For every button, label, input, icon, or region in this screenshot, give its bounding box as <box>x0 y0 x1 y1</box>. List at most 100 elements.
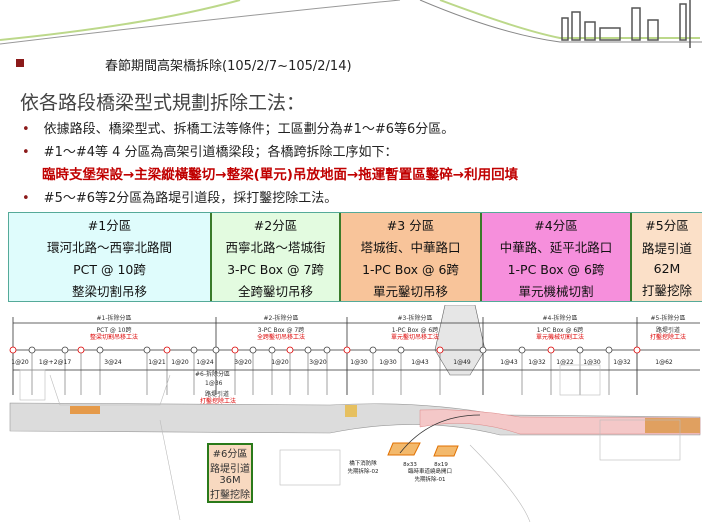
pier-marker <box>304 346 312 354</box>
drawing-note: 臨時車道繞島開口 <box>408 467 452 475</box>
span-label: 1@62 <box>655 359 673 366</box>
zone-road: 中華路、延平北路口 <box>499 239 613 255</box>
zone5-area <box>645 418 700 433</box>
pier-marker <box>397 346 405 354</box>
pier-marker <box>190 346 198 354</box>
span-label: 1@21 <box>148 359 166 366</box>
zone-road: 路堤引道 <box>641 241 692 256</box>
work-area <box>433 445 459 457</box>
zone-method: 單元鑿切吊移 <box>372 283 448 299</box>
pier-marker <box>249 346 257 354</box>
bullet-item: •依據路段、橋梁型式、拆橋工法等條件；工區劃分為#1～#6等6分區。 <box>22 118 454 137</box>
pier-marker <box>479 346 487 354</box>
span-label: 1@30 <box>350 359 368 366</box>
zone-method: 單元機械切割 <box>518 283 594 299</box>
bullet-item: •#5～#6等2分區為路堤引道段，採打鑿挖除工法。 <box>22 187 337 206</box>
work-area <box>345 405 357 417</box>
zone-road: 路堤引道 <box>210 464 250 475</box>
span-label: 1@22 <box>556 359 574 366</box>
span-label: 1@30 <box>583 359 601 366</box>
pier-marker <box>633 346 641 354</box>
zone-header-label: #1-拆除分區 <box>96 314 131 322</box>
zone-type: PCT @ 10跨 <box>73 261 146 277</box>
zone-header-method: 單元鑿切吊移工法 <box>391 333 439 341</box>
bullet-text: 依據路段、橋梁型式、拆橋工法等條件；工區劃分為#1～#6等6分區。 <box>43 122 455 137</box>
zone-type: 3-PC Box @ 7跨 <box>227 261 324 277</box>
zone6-span-label: 1@36 <box>205 380 223 387</box>
ramp-curve <box>399 414 481 454</box>
pier-marker <box>163 346 171 354</box>
zone-road: 西寧北路～塔城街 <box>225 239 326 255</box>
drawing-note: 先期拆除-02 <box>348 467 379 475</box>
header-decoration <box>0 0 702 48</box>
zone-method: 整梁切割吊移 <box>71 283 147 299</box>
pier-marker <box>605 346 613 354</box>
drawing-note: 8x33 <box>403 462 417 468</box>
demolition-area <box>419 409 701 435</box>
drawing-note: 橋下消防隊 <box>349 459 377 467</box>
zone-name: #6分區 <box>212 449 248 460</box>
pier-marker <box>212 346 220 354</box>
skyline-logo <box>561 0 691 48</box>
zone-method: 打鑿挖除 <box>641 283 692 298</box>
title-bullet-icon <box>16 59 24 67</box>
pier-marker <box>547 346 555 354</box>
zone-type: 62M <box>653 261 681 276</box>
zone-header-label: #3-拆除分區 <box>397 314 432 322</box>
process-sequence: 臨時支堡架設→主梁縱橫鑿切→整梁(單元)吊放地面→拖運暫置區鑿碎→利用回填 <box>42 167 519 183</box>
zone-header-type: 路堤引道 <box>656 326 680 334</box>
pier-marker <box>96 346 104 354</box>
pier-marker <box>77 346 85 354</box>
pier-marker <box>61 346 69 354</box>
pier-marker <box>436 346 444 354</box>
span-label: 1@+2@17 <box>39 359 71 366</box>
zone-name: #1分區 <box>87 217 132 233</box>
pier-marker <box>576 346 584 354</box>
bullet-icon: • <box>22 145 30 160</box>
span-label: 1@32 <box>613 359 631 366</box>
zone-name: #4分區 <box>534 217 578 233</box>
work-area <box>387 442 421 456</box>
span-label: 1@30 <box>379 359 397 366</box>
span-label: 1@24 <box>196 359 214 366</box>
zone-name: #5分區 <box>645 218 689 233</box>
zone-header-label: #4-拆除分區 <box>542 314 577 322</box>
span-label: 3@20 <box>309 359 327 366</box>
pier-marker <box>323 346 331 354</box>
pier-marker <box>518 346 526 354</box>
span-label: 1@49 <box>453 359 471 366</box>
span-label: 1@20 <box>11 359 29 366</box>
zone-5-cell: #5分區路堤引道 62M 打鑿挖除 <box>632 213 702 301</box>
slide-title: 春節期間高架橋拆除(105/2/7~105/2/14) <box>105 59 352 74</box>
zone6-type-label: 路堤引道 <box>205 390 229 398</box>
pier-marker <box>231 346 239 354</box>
span-label: 3@20 <box>234 359 252 366</box>
span-label: 1@43 <box>500 359 518 366</box>
zone-method: 打鑿挖除 <box>210 490 250 501</box>
drawing-note: 先期拆除-01 <box>415 475 446 483</box>
zone-header-label: #2-拆除分區 <box>263 314 298 322</box>
zone-header-type: 1-PC Box @ 6跨 <box>537 326 583 334</box>
bullet-text: #5～#6等2分區為路堤引道段，採打鑿挖除工法。 <box>43 191 338 206</box>
zone6-method-label: 打鑿挖除工法 <box>200 397 236 405</box>
pier-marker <box>369 346 377 354</box>
zone-header-method: 整梁切割吊移工法 <box>90 333 138 341</box>
pier-marker <box>28 346 36 354</box>
bullet-text: #1～#4等 4 分區為高架引道橋梁段；各橋跨拆除工序如下： <box>43 145 398 160</box>
zone-header-method: 全跨鑿切吊移工法 <box>257 333 305 341</box>
zone-road: 塔城街、中華路口 <box>360 239 461 255</box>
zone-header-type: PCT @ 10跨 <box>97 326 132 334</box>
zone-name: #3 分區 <box>386 217 435 233</box>
pier-marker <box>143 346 151 354</box>
pier-marker <box>343 346 351 354</box>
zone-type: 1-PC Box @ 6跨 <box>362 261 459 277</box>
bullet-item: • #1～#4等 4 分區為高架引道橋梁段；各橋跨拆除工序如下： <box>22 141 398 160</box>
zone-3-cell: #3 分區塔城街、中華路口 1-PC Box @ 6跨單元鑿切吊移 <box>341 213 482 301</box>
drawing-note: 8x19 <box>434 462 448 468</box>
zone-6-box: #6分區 路堤引道 36M 打鑿挖除 <box>207 443 253 503</box>
site-outlines <box>19 364 681 522</box>
